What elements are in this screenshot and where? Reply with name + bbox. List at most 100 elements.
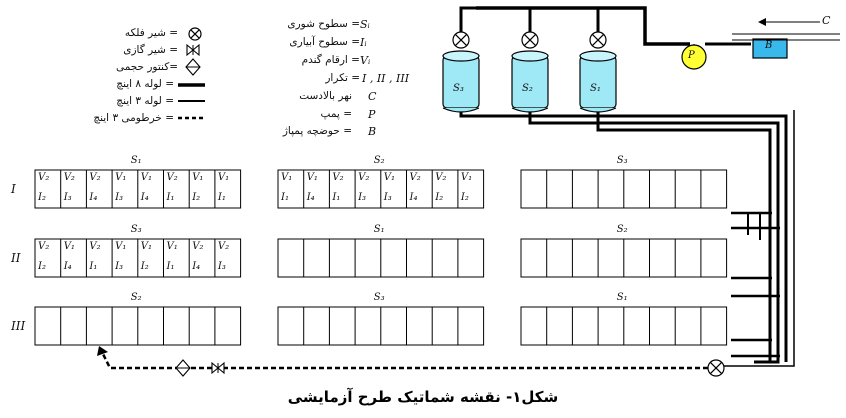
- irrigation-level-label: I₄: [140, 192, 149, 203]
- tank-label: S₁: [590, 83, 601, 94]
- irrigation-level-label: I₃: [115, 261, 124, 272]
- cultivar-label: V₂: [89, 172, 101, 183]
- plot-block: [520, 306, 728, 346]
- return-pipe: [716, 110, 795, 367]
- irrigation-level-label: I₄: [89, 192, 98, 203]
- irrigation-level-label: I₂: [435, 192, 444, 203]
- salinity-level-label: S₁: [130, 155, 142, 166]
- tank-valve-icon: [452, 31, 470, 49]
- pump-icon: [681, 44, 707, 70]
- legend-valve-icon: [188, 27, 202, 41]
- salinity-level-label: S₁: [373, 224, 385, 235]
- legend-pipe8-label: = لوله ۸ اینچ: [116, 78, 174, 90]
- irrigation-level-label: I₄: [306, 192, 315, 203]
- cultivar-label: V₁: [217, 172, 230, 183]
- main-distribution-pipe: [459, 112, 788, 362]
- legend-canal-symbol: C: [368, 90, 377, 103]
- legend-pipe3-label: = لوله ۳ اینچ: [116, 95, 174, 107]
- plot-block: [277, 238, 485, 278]
- basin-label: B: [765, 40, 773, 51]
- legend-cultivars-symbol: Vᵢ: [360, 54, 371, 67]
- irrigation-level-label: I₂: [140, 261, 149, 272]
- legend-gas-valve-label: = شیر گازی: [123, 44, 178, 56]
- irrigation-level-label: I₁: [166, 192, 175, 203]
- plot-block: [277, 169, 485, 209]
- irrigation-level-label: I₁: [166, 261, 175, 272]
- pipe-to-tank-s3: [459, 6, 476, 40]
- irrigation-level-label: I₁: [281, 192, 289, 203]
- irrigation-level-label: I₃: [63, 192, 72, 203]
- cultivar-label: V₁: [166, 241, 178, 252]
- irrigation-level-label: I₁: [217, 192, 226, 203]
- legend-meter-icon: [185, 58, 201, 76]
- irrigation-level-label: I₁: [332, 192, 341, 203]
- cultivar-label: V₁: [63, 241, 75, 252]
- storage-tank: [579, 50, 617, 113]
- irrigation-level-label: I₃: [358, 192, 367, 203]
- pumping-basin: [752, 38, 788, 59]
- cultivar-label: V₂: [358, 172, 370, 183]
- irrigation-level-label: I₃: [115, 192, 124, 203]
- replication-label: III: [11, 319, 26, 333]
- cultivar-label: V₂: [89, 241, 101, 252]
- salinity-level-label: S₂: [616, 224, 628, 235]
- irrigation-level-label: I₃: [383, 192, 392, 203]
- cultivar-label: V₁: [192, 172, 204, 183]
- main-distribution-pipe: [596, 112, 772, 364]
- legend-salinity-label: = سطوح شوری: [287, 18, 360, 30]
- hose-gas-valve-icon: [211, 361, 225, 375]
- legend-cultivars-label: = ارقام گندم: [301, 54, 360, 66]
- irrigation-level-label: I₂: [460, 192, 469, 203]
- legend-irrigation-label: = سطوح آبیاری: [289, 36, 360, 48]
- cultivar-label: V₂: [38, 241, 50, 252]
- legend-pump-symbol: P: [368, 108, 376, 121]
- storage-tank: [442, 50, 480, 113]
- salinity-level-label: S₁: [616, 292, 628, 303]
- replication-label: II: [11, 251, 21, 265]
- legend-pump-label: = پمپ: [320, 108, 352, 120]
- cultivar-label: V₁: [115, 172, 127, 183]
- cultivar-label: V₂: [63, 172, 75, 183]
- legend-canal-label: نهر بالادست: [299, 90, 352, 102]
- pipe-network: [97, 6, 795, 370]
- irrigation-level-label: I₄: [409, 192, 418, 203]
- figure-caption: شکل۱- نقشه شماتیک طرح آزمایشی: [287, 388, 559, 406]
- plot-block: [34, 306, 242, 346]
- outlet-valve-icon: [707, 359, 725, 377]
- legend-hose3-label: = خرطومی ۳ اینچ: [93, 112, 174, 124]
- irrigation-level-label: I₄: [63, 261, 72, 272]
- flow-arrow-head: [758, 18, 766, 26]
- irrigation-level-label: I₂: [192, 192, 201, 203]
- main-supply-pipe: [476, 6, 690, 46]
- salinity-level-label: S₃: [130, 224, 142, 235]
- salinity-level-label: S₃: [373, 292, 385, 303]
- cultivar-label: V₁: [140, 172, 153, 183]
- legend-irrigation-symbol: Iᵢ: [360, 36, 367, 49]
- cultivar-label: V₂: [217, 241, 230, 252]
- replication-label: I: [11, 182, 16, 196]
- tank-label: S₂: [522, 83, 533, 94]
- irrigation-level-label: I₂: [38, 192, 46, 203]
- cultivar-label: V₂: [192, 241, 204, 252]
- cultivar-label: V₁: [115, 241, 127, 252]
- salinity-level-label: S₂: [373, 155, 385, 166]
- plot-block: [520, 238, 728, 278]
- flow-meter-icon: [175, 359, 191, 377]
- irrigation-level-label: I₄: [192, 261, 201, 272]
- cultivar-label: V₁: [306, 172, 318, 183]
- storage-tank: [511, 50, 549, 113]
- legend-gas-valve-icon: [186, 43, 200, 57]
- plot-grid: [34, 169, 728, 346]
- tank-label: S₃: [453, 83, 464, 94]
- main-distribution-pipe: [528, 112, 780, 364]
- legend-basin-label: = حوضچه پمپاژ: [282, 125, 352, 137]
- plot-block: [34, 238, 242, 278]
- plot-block: [34, 169, 242, 209]
- symbols: [175, 18, 840, 377]
- cultivar-label: V₁: [383, 172, 396, 183]
- cultivar-label: V₁: [140, 241, 153, 252]
- legend-reps-symbol: I , II , III: [362, 72, 410, 85]
- plot-block: [520, 169, 728, 209]
- salinity-level-label: S₃: [616, 155, 628, 166]
